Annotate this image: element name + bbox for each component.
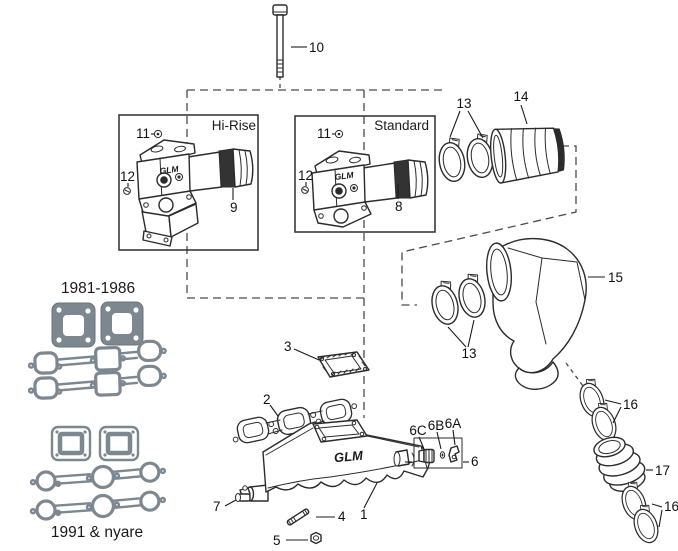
hose-clamps-13-middle [426, 270, 490, 328]
hi-rise-title: Hi-Rise [212, 118, 256, 133]
leader-3 [293, 348, 320, 361]
nut-glyph-hirise [153, 129, 163, 139]
part-label-bellows-clamp-upper: 16 [623, 397, 638, 412]
part-label-exhaust-pipe: 15 [608, 270, 623, 285]
part-label-hose-clamp-middle: 13 [461, 346, 476, 361]
part-label-manifold-gasket: 2 [263, 392, 271, 407]
leader-7 [224, 499, 237, 507]
manifold-gasket-drawing [229, 395, 360, 447]
exhaust-hose-drawing [489, 127, 565, 184]
hi-rise-riser-drawing [136, 139, 254, 247]
era-label-early: 1981-1986 [61, 280, 135, 297]
standard-option-box [294, 115, 436, 233]
brand-logo-manifold: GLM [333, 448, 364, 466]
part-label-riser-bolt-hirise: 12 [120, 169, 135, 184]
part-label-exhaust-hose: 14 [513, 89, 529, 104]
nut-drawing [310, 531, 322, 545]
part-label-bellows: 17 [655, 463, 670, 478]
part-label-bolt: 10 [309, 40, 324, 55]
part-label-bellows-clamp-lower: 16 [664, 499, 678, 514]
leader-13-top [449, 110, 484, 139]
late-manifold-gaskets [29, 461, 167, 521]
part-label-fitting-c: 6C [409, 423, 427, 438]
part-label-riser-bolt-standard: 12 [298, 168, 313, 183]
leader-13-middle [447, 319, 475, 348]
hi-rise-option-box [118, 114, 259, 251]
part-label-hose-clamp-top: 13 [456, 96, 471, 111]
part-label-fitting-a: 6A [445, 416, 462, 431]
early-manifold-gaskets [26, 339, 168, 401]
part-label-stud: 4 [338, 509, 346, 524]
stud-drawing [286, 508, 310, 526]
nut-glyph-standard [334, 129, 344, 139]
mounting-bolt-drawing [272, 4, 288, 78]
bellows-clamps-upper [573, 375, 621, 445]
part-label-riser-nut-hirise: 11 [136, 126, 150, 141]
part-label-hi-rise-riser: 9 [230, 200, 238, 215]
brand-logo-standard: GLM [334, 170, 355, 182]
part-label-riser-nut-standard: 11 [317, 126, 331, 141]
leader-6abc [418, 429, 456, 450]
part-label-standard-riser: 8 [395, 199, 403, 214]
fitting-b-drawing [439, 451, 446, 459]
leader-16-upper [604, 399, 622, 424]
leader-1 [363, 482, 378, 509]
brand-logo-hi-rise: GLM [159, 164, 180, 176]
exhaust-pipe-drawing [485, 237, 587, 390]
drain-plug-drawing [235, 485, 251, 502]
bolt-glyph-hirise [123, 187, 131, 195]
hose-clamps-13-top [434, 131, 497, 185]
part-label-fitting-b: 6B [428, 418, 445, 433]
fitting-a-drawing [448, 445, 460, 463]
block-off-plate-drawing [317, 351, 370, 378]
part-label-plug: 7 [213, 499, 221, 514]
part-label-nut: 5 [273, 533, 281, 548]
bolt-glyph-standard [301, 186, 309, 194]
leader-2 [269, 404, 279, 417]
early-end-gaskets [51, 301, 144, 348]
part-label-manifold: 1 [360, 507, 368, 522]
part-label-plate: 3 [284, 339, 292, 354]
part-label-fitting-kit: 6 [471, 454, 479, 469]
bellows-drawing [593, 436, 646, 492]
leader-16-lower [651, 503, 663, 528]
late-end-gaskets [52, 427, 138, 460]
fitting-c-drawing [418, 448, 435, 464]
standard-title: Standard [374, 118, 429, 133]
era-label-late: 1991 & nyare [51, 524, 143, 541]
leader-14 [520, 104, 528, 125]
standard-riser-drawing [311, 150, 429, 228]
